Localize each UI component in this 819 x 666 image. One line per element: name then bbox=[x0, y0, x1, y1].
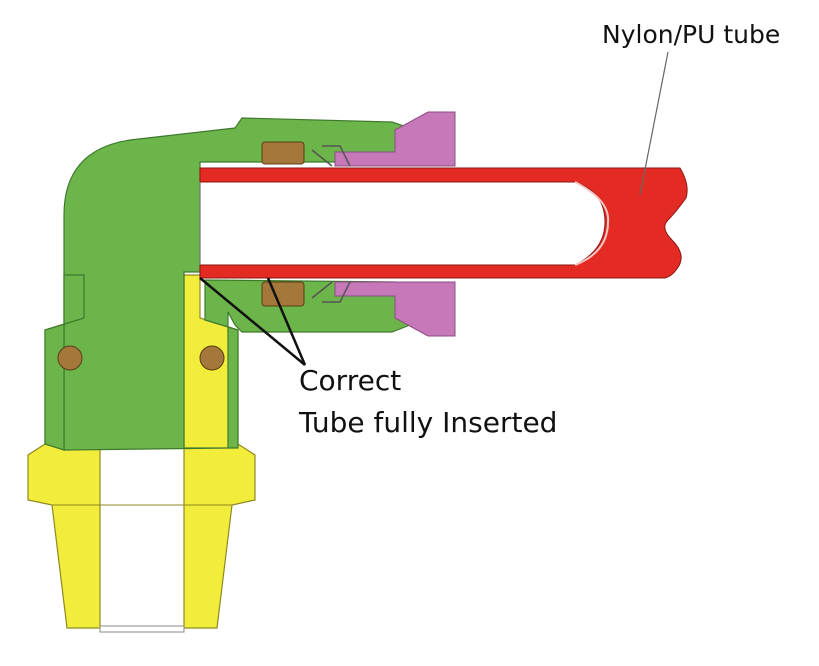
correct-leader-1 bbox=[199, 277, 306, 366]
collet-seal-bottom bbox=[261, 281, 305, 307]
o-ring-right bbox=[199, 345, 225, 371]
tube-label-leader bbox=[639, 51, 669, 196]
o-ring-left bbox=[57, 345, 83, 371]
elbow-body-left-lower bbox=[44, 274, 85, 451]
nylon-pu-tube bbox=[199, 167, 688, 279]
stem-bottom-gap bbox=[99, 625, 185, 633]
release-ring-bottom bbox=[334, 281, 456, 337]
collet-seal-top bbox=[261, 141, 305, 165]
release-ring-top bbox=[334, 111, 456, 167]
correct-leader-2 bbox=[266, 277, 307, 366]
tube-label: Nylon/PU tube bbox=[602, 20, 781, 49]
tube-inner-curve bbox=[574, 181, 610, 266]
collet-teeth-top bbox=[311, 145, 351, 167]
correct-label-line2: Tube fully Inserted bbox=[299, 406, 558, 439]
collet-teeth-bottom bbox=[311, 281, 351, 303]
correct-label: Correct Tube fully Inserted bbox=[299, 360, 557, 444]
correct-label-line1: Correct bbox=[299, 364, 402, 397]
